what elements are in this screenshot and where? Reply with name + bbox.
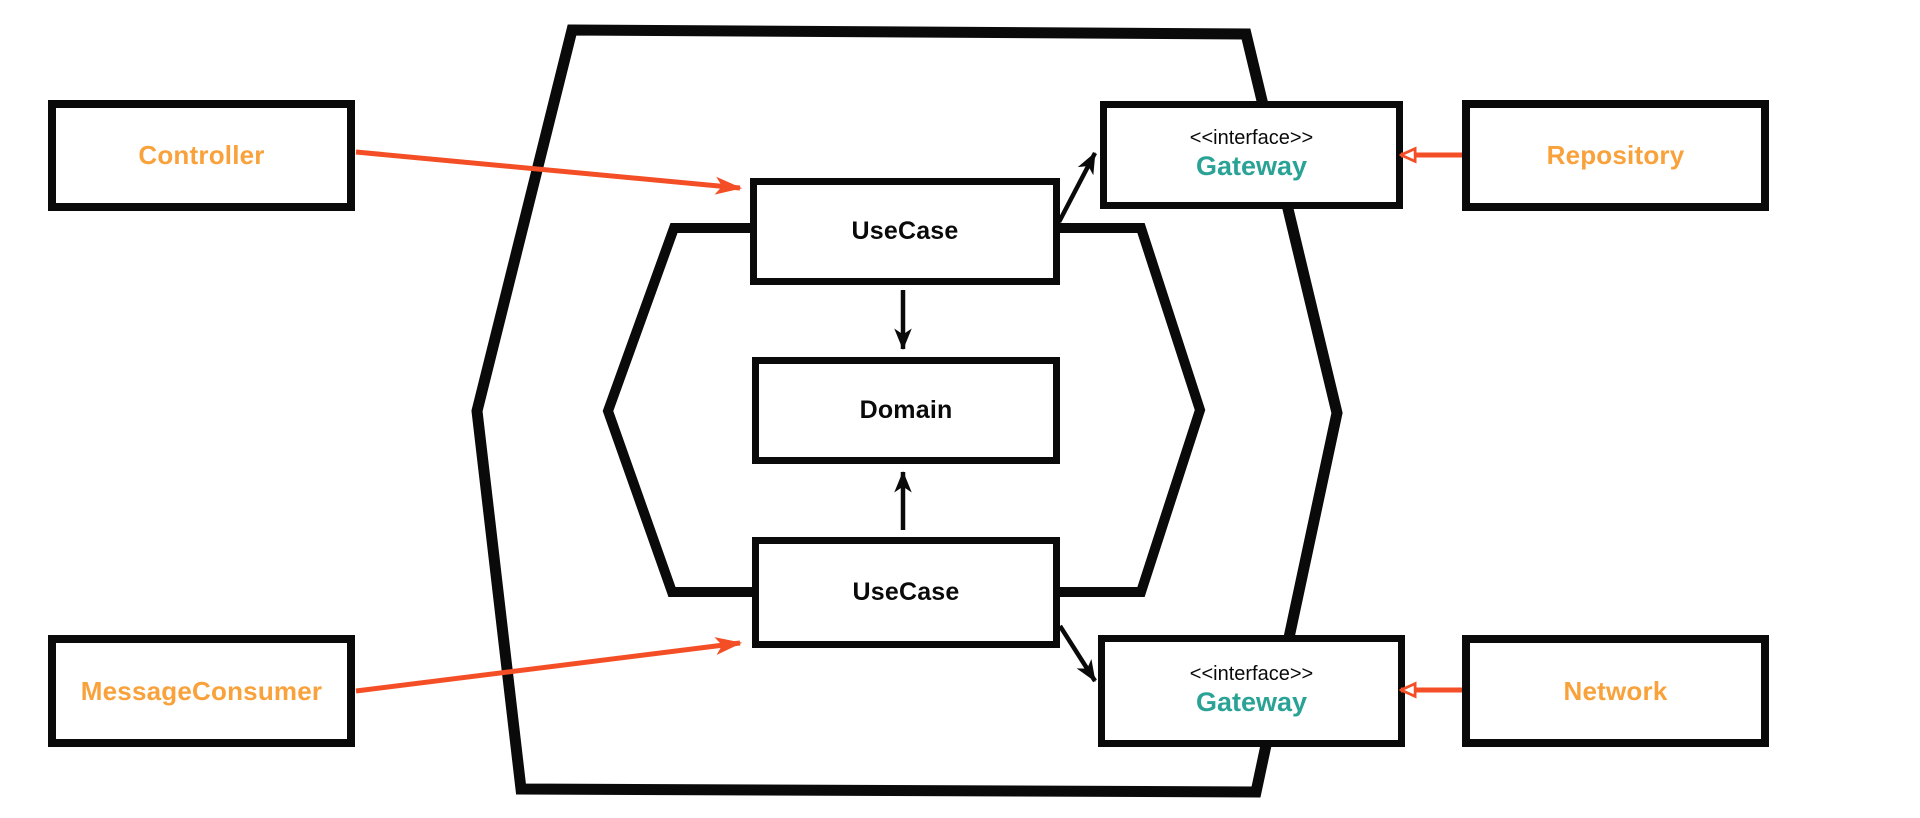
controller-box: Controller xyxy=(48,100,355,211)
repository-box: Repository xyxy=(1462,100,1769,211)
usecase-top-to-gateway-arrow xyxy=(1057,151,1097,224)
usecase-bottom-to-gateway-arrow xyxy=(1058,624,1097,683)
repository-label: Repository xyxy=(1546,140,1685,170)
usecase-top-label: UseCase xyxy=(851,217,959,245)
gateway-top-box: <<interface>> Gateway xyxy=(1100,101,1403,209)
usecase-top-box: UseCase xyxy=(750,178,1060,285)
usecase-bottom-label: UseCase xyxy=(852,578,960,606)
gateway-bottom-box: <<interface>> Gateway xyxy=(1098,635,1405,747)
message-consumer-to-usecase-arrow xyxy=(355,637,743,694)
gateway-top-stereotype: <<interface>> xyxy=(1189,127,1314,150)
message-consumer-box: MessageConsumer xyxy=(48,635,355,747)
gateway-bottom-stereotype: <<interface>> xyxy=(1189,663,1314,686)
domain-label: Domain xyxy=(859,396,953,424)
network-label: Network xyxy=(1563,675,1668,706)
gateway-bottom-label: Gateway xyxy=(1195,687,1308,718)
domain-box: Domain xyxy=(752,357,1060,464)
network-box: Network xyxy=(1462,635,1769,747)
controller-to-usecase-arrow xyxy=(355,149,743,195)
message-consumer-label: MessageConsumer xyxy=(80,675,323,706)
usecase-bottom-box: UseCase xyxy=(752,537,1060,648)
controller-label: Controller xyxy=(138,140,265,170)
gateway-top-label: Gateway xyxy=(1195,151,1308,182)
